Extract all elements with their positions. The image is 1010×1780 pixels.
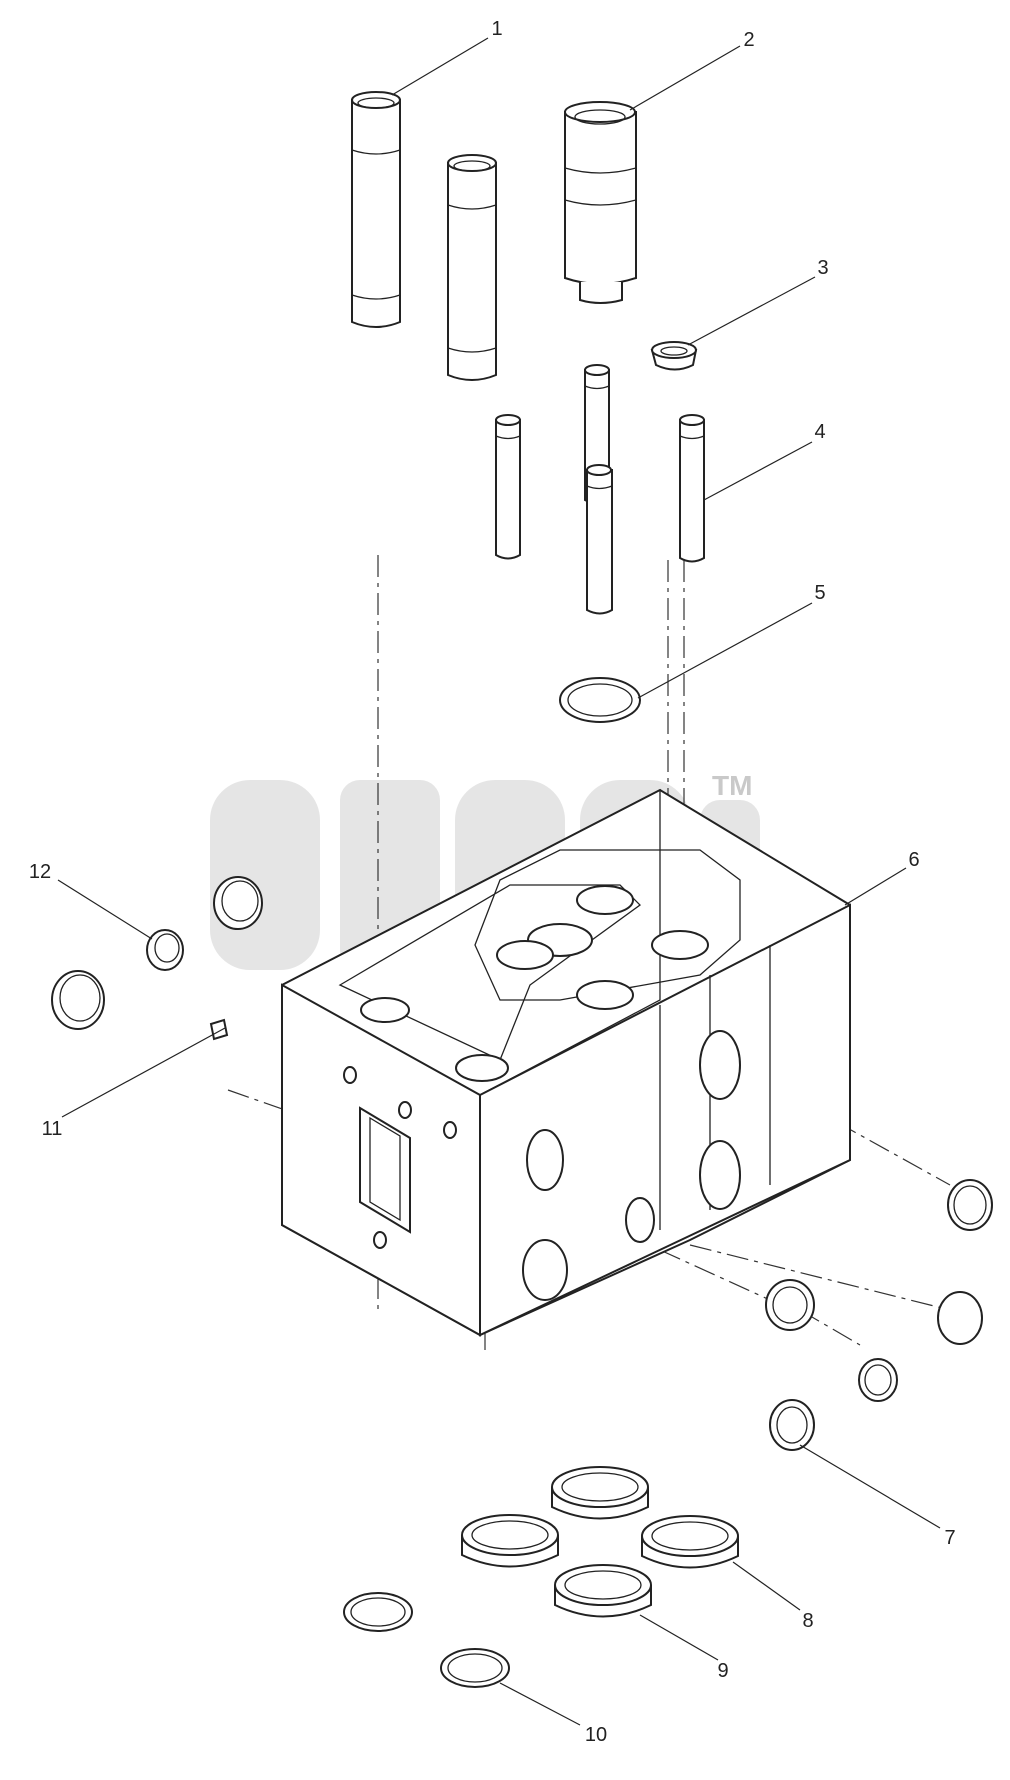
plug-cap-side	[937, 1291, 983, 1345]
callout-8: 8	[802, 1610, 813, 1632]
callout-5: 5	[814, 582, 825, 604]
callout-labels: 1 2 3 4 5 6 7 8 9 10 11 12	[29, 18, 956, 1746]
seal-ring-side-2	[765, 1279, 815, 1331]
plug-cap-12	[146, 929, 184, 971]
small-seal-ring	[650, 341, 698, 371]
callout-1: 1	[491, 18, 502, 40]
seal-ring-side-1	[947, 1179, 993, 1231]
watermark-trademark: TM	[712, 770, 752, 801]
callout-9: 9	[717, 1660, 728, 1682]
injector-sleeve	[564, 101, 637, 304]
o-ring-small-10	[440, 1648, 510, 1688]
callout-10: 10	[585, 1724, 607, 1746]
seal-ring-7	[769, 1399, 815, 1451]
callout-4: 4	[814, 421, 825, 443]
leader-lines	[57, 37, 941, 1726]
o-ring-small-left	[343, 1592, 413, 1632]
valve-guide-3	[586, 464, 613, 615]
callout-3: 3	[817, 257, 828, 279]
sleeve-tube-right	[447, 154, 497, 381]
cylinder-head	[281, 788, 851, 1337]
plug-cap-left-lower	[51, 970, 105, 1030]
callout-2: 2	[743, 29, 754, 51]
seal-ring-side-3	[858, 1358, 898, 1402]
callout-7: 7	[944, 1527, 955, 1549]
valve-seat-ring-8	[641, 1515, 739, 1569]
callout-12: 12	[29, 861, 51, 883]
callout-6: 6	[908, 849, 919, 871]
callout-11: 11	[42, 1118, 63, 1140]
valve-seat-ring-left	[461, 1514, 559, 1568]
valve-guide-4	[679, 414, 705, 563]
sleeve-tube-left	[351, 91, 401, 328]
valve-seat-ring-9	[554, 1564, 652, 1618]
dowel-pin	[209, 1018, 229, 1041]
valve-seat-ring-top	[551, 1466, 649, 1520]
o-ring-large	[559, 677, 641, 723]
valve-guide-1	[495, 414, 521, 560]
plug-cap-left-upper	[213, 876, 263, 930]
